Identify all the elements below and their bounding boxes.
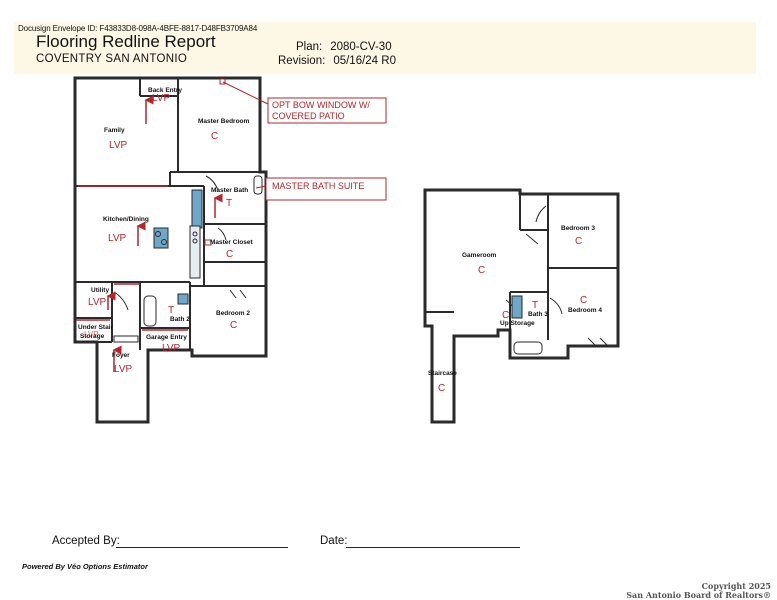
powered-by: Powered By Véo Options Estimator (22, 562, 148, 571)
second-floor-doors (505, 205, 609, 347)
second-floor-interior-walls (425, 194, 618, 340)
plan-label: Plan: (296, 41, 323, 53)
bath2-vanity (177, 293, 189, 305)
envelope-id: Docusign Envelope ID: F43833D8-098A-4BFE… (18, 24, 258, 33)
label-under-stair-1: Under Stair (78, 324, 114, 331)
master-tub (253, 175, 263, 195)
report-title: Flooring Redline Report (36, 32, 216, 51)
kitchen-counter (189, 225, 201, 279)
code-family: LVP (109, 140, 127, 151)
code-master-bedroom: C (211, 131, 218, 142)
second-floor-plan (423, 188, 620, 424)
code-bath3: T (532, 300, 538, 311)
accepted-by-line[interactable] (116, 547, 288, 548)
code-utility: LVP (88, 297, 106, 308)
code-bedroom2: C (230, 320, 237, 331)
accepted-by-label: Accepted By: (52, 535, 120, 547)
label-garage-entry: Garage Entry (146, 334, 187, 341)
code-kitchen-dining: LVP (108, 233, 126, 244)
date-line[interactable] (346, 547, 520, 548)
master-vanity (191, 189, 203, 229)
label-family: Family (104, 127, 125, 134)
bath3-tub (513, 341, 543, 355)
code-garage-entry: LVP (162, 343, 180, 354)
revision-label: Revision: (278, 55, 326, 67)
label-bedroom2: Bedroom 2 (216, 310, 250, 317)
first-floor-room-labels: Back Entry Family Master Bedroom Master … (78, 87, 253, 359)
first-floor-plan (73, 76, 268, 424)
code-up-storage: C (502, 310, 509, 321)
code-master-bath: T (226, 198, 232, 209)
first-floor-doors (113, 175, 247, 311)
copyright-line2: San Antonio Board of Realtors® (626, 590, 771, 600)
code-bath2: T (168, 305, 174, 316)
bath3-vanity (511, 295, 523, 319)
code-bedroom3: C (575, 236, 582, 247)
date-label: Date: (320, 535, 348, 547)
second-floor-codes: C C C T C C (438, 236, 587, 394)
code-master-closet: C (226, 249, 233, 260)
label-bath2: Bath 2 (170, 316, 190, 323)
callout-master-suite (255, 177, 387, 201)
code-under-stair: LVP (84, 330, 99, 339)
label-foyer: Foyer (112, 352, 130, 359)
copyright: Copyright 2025 San Antonio Board of Real… (626, 582, 771, 600)
plan-row: Plan: 2080-CV-30 (296, 41, 392, 53)
label-bedroom4: Bedroom 4 (568, 307, 602, 314)
code-foyer: LVP (114, 364, 132, 375)
code-back-entry: LVP (152, 93, 170, 104)
plan-value: 2080-CV-30 (330, 41, 392, 53)
label-master-bath: Master Bath (211, 187, 248, 194)
code-gameroom: C (478, 265, 485, 276)
community-name: COVENTRY SAN ANTONIO (36, 53, 188, 65)
label-bath3: Bath 3 (528, 311, 548, 318)
callout-master-suite-text: MASTER BATH SUITE (272, 181, 364, 191)
label-gameroom: Gameroom (462, 252, 497, 259)
label-kitchen-dining: Kitchen/Dining (103, 216, 149, 223)
kitchen-island (153, 227, 169, 249)
revision-row: Revision: 05/16/24 R0 (278, 55, 396, 67)
callout-bow-window-line1: OPT BOW WINDOW W/ (272, 100, 370, 110)
code-bedroom4: C (580, 295, 587, 306)
header-band (14, 22, 756, 74)
first-floor-direction-arrows (106, 95, 223, 372)
callout-texts: OPT BOW WINDOW W/ COVERED PATIO MASTER B… (272, 100, 370, 191)
label-master-bedroom: Master Bedroom (198, 118, 250, 125)
label-utility: Utility (91, 287, 109, 294)
first-floor-redlines (76, 185, 188, 331)
callout-bow-window (219, 78, 387, 124)
label-up-storage: Up Storage (500, 320, 535, 327)
label-master-closet: Master Closet (210, 239, 253, 246)
label-staircase: Staircase (428, 370, 457, 377)
stair-well (113, 335, 139, 343)
label-back-entry: Back Entry (148, 87, 182, 94)
second-floor-room-labels: Gameroom Bedroom 3 Bedroom 4 Bath 3 Up S… (428, 225, 602, 377)
copyright-line1: Copyright 2025 (701, 581, 771, 591)
first-floor-interior-walls (75, 78, 266, 350)
first-floor-codes: LVP LVP C T LVP C LVP LVP T LVP C LVP (84, 93, 237, 375)
label-under-stair-2: Storage (80, 333, 105, 340)
code-staircase: C (438, 383, 445, 394)
callout-bow-window-line2: COVERED PATIO (272, 111, 345, 121)
bath2-tub (143, 295, 157, 327)
revision-value: 05/16/24 R0 (333, 55, 396, 67)
label-bedroom3: Bedroom 3 (561, 225, 595, 232)
